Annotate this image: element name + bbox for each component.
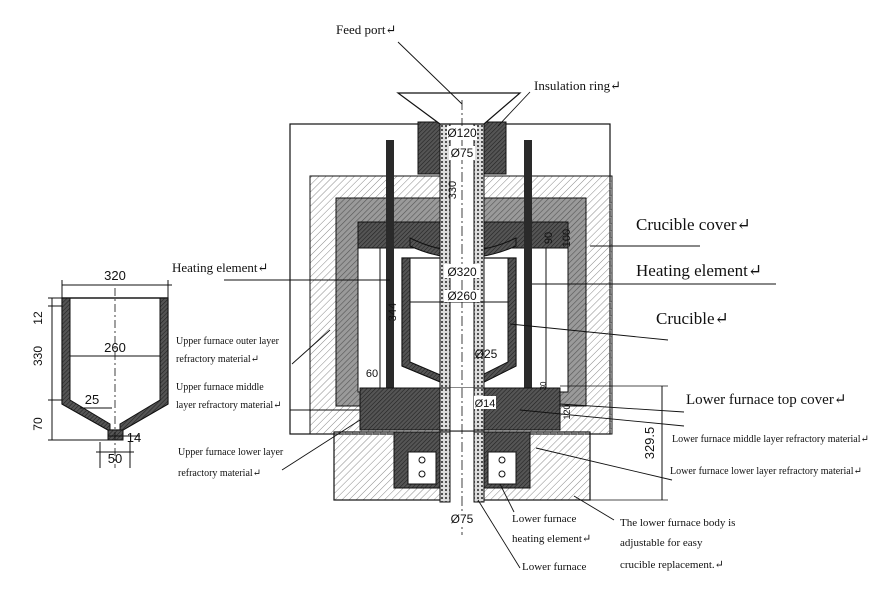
dim-h90: 90 <box>543 232 555 244</box>
dim-d260-main: Ø260 <box>447 289 477 303</box>
label-upper-outer-line1: Upper furnace outer layer <box>176 336 280 347</box>
feed-funnel <box>396 92 522 125</box>
label-insulation-ring: Insulation ring↵ <box>534 78 621 93</box>
label-upper-middle-line2: layer refractory material↵ <box>176 400 282 411</box>
detail-width-320: 320 <box>104 268 126 283</box>
main-dimensions: Ø120 Ø75 330 90 100 Ø320 Ø260 344 Ø25 60… <box>366 126 668 526</box>
dim-d14: Ø14 <box>475 398 496 410</box>
label-heating-element-right: Heating element↵ <box>636 261 762 280</box>
label-lower-heating-line2: heating element↵ <box>512 533 591 545</box>
dim-d75-bottom: Ø75 <box>451 512 474 526</box>
dim-d25: Ø25 <box>475 347 498 361</box>
detail-height-70: 70 <box>31 417 45 431</box>
detail-width-260: 260 <box>104 340 126 355</box>
heating-element-left-rod <box>386 140 394 390</box>
dim-d75-top: Ø75 <box>451 146 474 160</box>
label-lower-heating-line1: Lower furnace <box>512 513 577 525</box>
dim-h330-center: 330 <box>447 181 459 199</box>
dim-h120: 120 <box>562 404 572 419</box>
label-crucible: Crucible↵ <box>656 309 729 328</box>
detail-height-330: 330 <box>31 346 45 366</box>
label-body-note-line2: adjustable for easy <box>620 537 703 549</box>
detail-width-14: 14 <box>127 430 141 445</box>
label-heating-element-left: Heating element↵ <box>172 260 268 275</box>
leader-lines <box>224 41 776 569</box>
heating-element-right-rod <box>524 140 532 390</box>
label-crucible-cover: Crucible cover↵ <box>636 215 751 234</box>
label-lower-furnace-top-cover: Lower furnace top cover↵ <box>686 392 846 408</box>
label-upper-outer-line2: refractory material↵ <box>176 354 259 365</box>
dim-h100: 100 <box>561 229 573 247</box>
dim-h60: 60 <box>366 368 378 380</box>
detail-width-25: 25 <box>85 392 99 407</box>
label-upper-lower-line1: Upper furnace lower layer <box>178 447 284 458</box>
detail-height-12: 12 <box>31 311 45 325</box>
dim-h344: 344 <box>387 303 399 321</box>
dim-h30: 30 <box>539 381 548 390</box>
label-upper-middle-line1: Upper furnace middle <box>176 382 264 393</box>
label-upper-lower-line2: refractory material↵ <box>178 468 261 479</box>
dim-d120: Ø120 <box>447 126 477 140</box>
dim-d320-main: Ø320 <box>447 265 477 279</box>
labels: Feed port↵ Insulation ring↵ Crucible cov… <box>172 22 869 573</box>
label-feed-port: Feed port↵ <box>336 22 396 37</box>
detail-width-50: 50 <box>108 451 122 466</box>
label-lower-middle-layer: Lower furnace middle layer refractory ma… <box>672 434 869 445</box>
crucible-detail: 320 260 25 14 50 12 330 70 <box>31 268 172 468</box>
dim-h329-5: 329.5 <box>642 427 657 460</box>
main-furnace <box>289 92 613 535</box>
label-lower-furnace: Lower furnace <box>522 561 587 573</box>
label-body-note-line3: crucible replacement.↵ <box>620 559 724 571</box>
label-lower-lower-layer: Lower furnace lower layer refractory mat… <box>670 466 862 477</box>
label-body-note-line1: The lower furnace body is <box>620 517 735 529</box>
